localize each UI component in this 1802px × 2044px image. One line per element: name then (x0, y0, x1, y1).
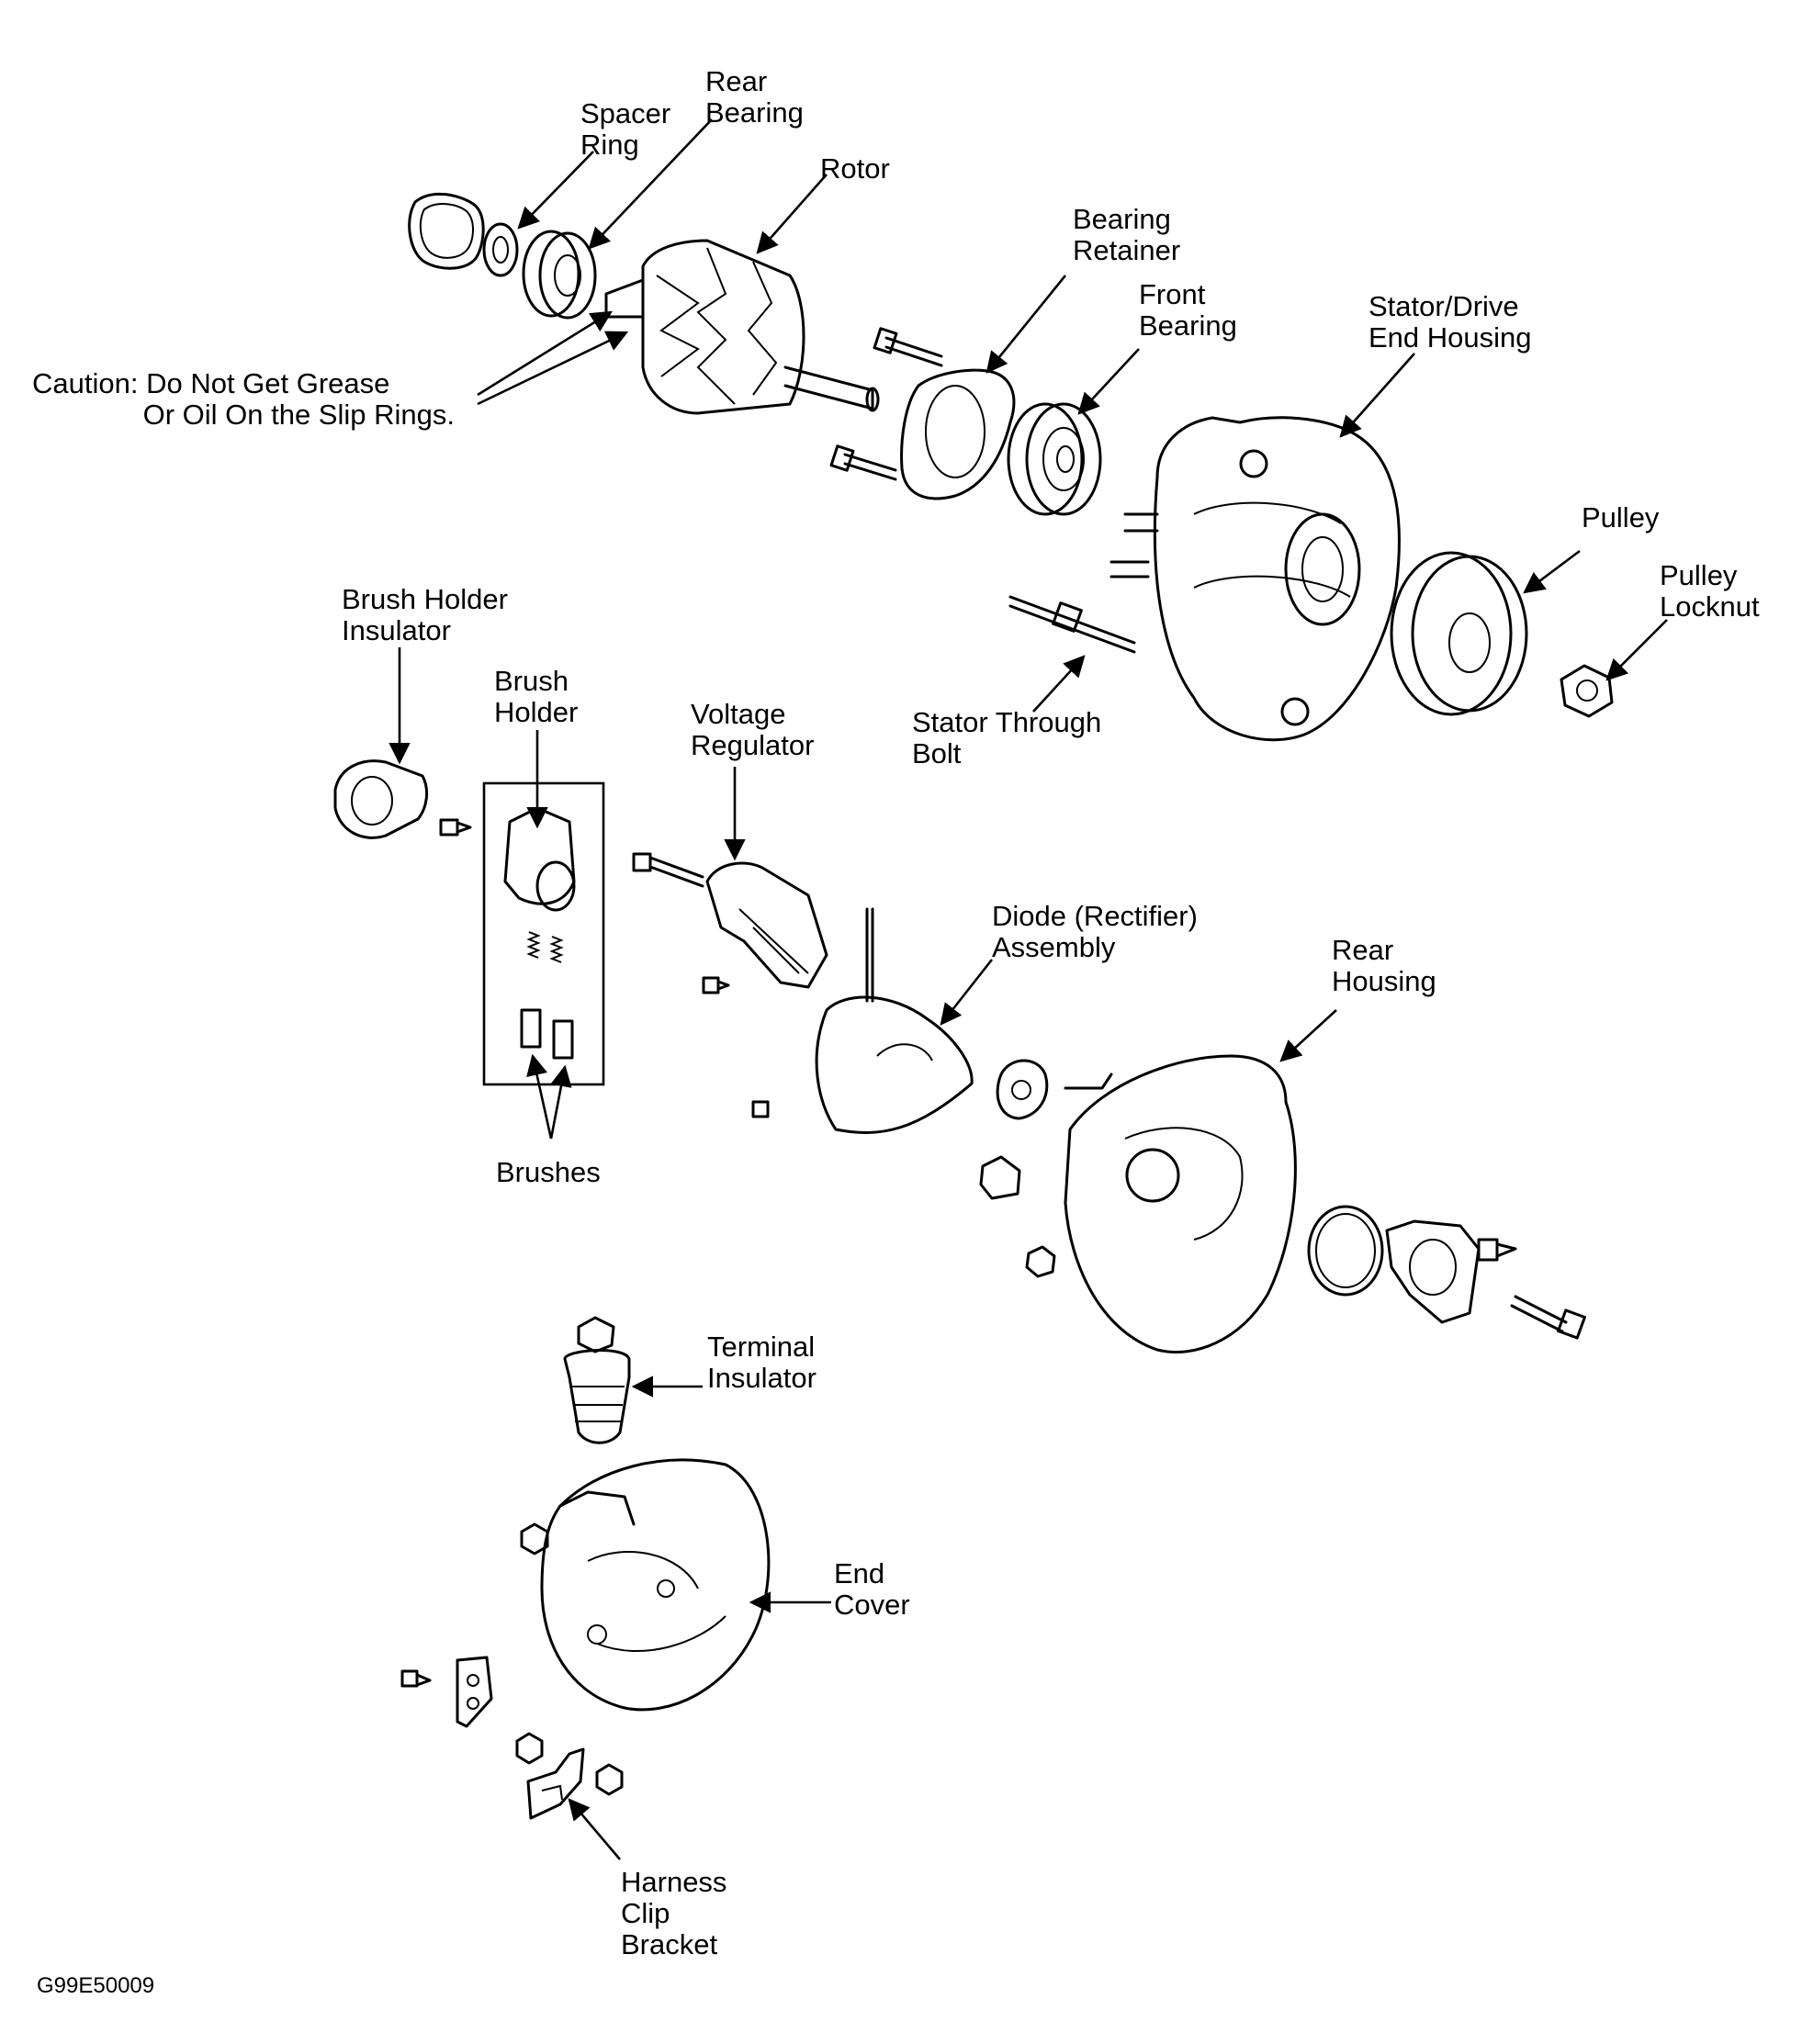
nut-part (520, 1522, 549, 1555)
screw-part (400, 1669, 432, 1688)
label-rotor: Rotor (820, 152, 890, 185)
bolt-part (829, 444, 897, 481)
label-brushes: Brushes (496, 1156, 601, 1188)
stator-drive-end-housing-part (1109, 416, 1401, 742)
rotor-part (604, 239, 880, 415)
label-front-bearing: Front Bearing (1139, 278, 1237, 342)
spacer-gasket-part (408, 192, 485, 270)
harness-plate-part (456, 1656, 493, 1728)
brush-holder-part (503, 806, 576, 912)
rear-housing-gasket-part (996, 1059, 1049, 1120)
nut-part (1025, 1245, 1056, 1278)
harness-clip-bracket-part (526, 1747, 585, 1820)
rear-housing-part (1064, 1054, 1297, 1353)
label-diode-rectifier-assembly: Diode (Rectifier) Assembly (992, 900, 1198, 963)
label-bearing-retainer: Bearing Retainer (1073, 203, 1181, 266)
label-stator-through-bolt: Stator Through Bolt (912, 706, 1102, 769)
pulley-part (1390, 551, 1528, 716)
brushes-part (520, 1008, 574, 1060)
brush-holder-insulator-part (333, 759, 429, 839)
label-terminal-insulator: Terminal Insulator (707, 1331, 817, 1394)
bolt-part (1510, 1295, 1586, 1340)
stator-through-bolt-part (1008, 595, 1136, 654)
label-pulley-locknut: Pulley Locknut (1660, 559, 1760, 623)
screw-part (439, 818, 472, 837)
label-brush-holder: Brush Holder (494, 665, 579, 728)
terminal-insulator-part (563, 1349, 631, 1444)
front-bearing-part (1007, 402, 1102, 516)
voltage-regulator-part (705, 861, 828, 989)
label-pulley: Pulley (1582, 501, 1660, 533)
bolt-part (873, 327, 943, 367)
bolt-part (1477, 1238, 1517, 1262)
label-harness-clip-bracket: Harness Clip Bracket (621, 1866, 727, 1960)
label-stator-drive-end-housing: Stator/Drive End Housing (1368, 290, 1532, 354)
screw-part (632, 852, 704, 888)
terminal-insulator-cap-part (577, 1316, 615, 1353)
rear-cover-plate-part (1385, 1219, 1481, 1324)
terminal-clip-part (979, 1155, 1021, 1200)
label-caution: Caution: Do Not Get Grease Or Oil On the… (32, 367, 455, 431)
label-spacer-ring: Spacer Ring (580, 97, 671, 161)
pulley-locknut-part (1560, 664, 1614, 718)
label-voltage-regulator: Voltage Regulator (691, 698, 815, 761)
figure-id: G99E50009 (37, 1973, 155, 1998)
rear-bearing-part (522, 230, 597, 320)
screw-part (702, 976, 730, 994)
brush-springs-part (526, 931, 564, 963)
label-rear-housing: Rear Housing (1332, 934, 1436, 997)
spacer-ring-part (482, 222, 519, 277)
label-brush-holder-insulator: Brush Holder Insulator (342, 583, 508, 646)
label-rear-bearing: Rear Bearing (705, 65, 804, 129)
brush-holder-box (482, 781, 605, 1086)
o-ring-part (1307, 1205, 1384, 1297)
nut-part (595, 1763, 624, 1796)
screw-part (751, 1100, 770, 1118)
leader-lines (389, 118, 1668, 1860)
diode-rectifier-part (815, 907, 974, 1134)
nut-part (515, 1732, 544, 1765)
bearing-retainer-part (900, 368, 1016, 500)
end-cover-part (540, 1458, 771, 1712)
label-end-cover: End Cover (834, 1557, 910, 1621)
